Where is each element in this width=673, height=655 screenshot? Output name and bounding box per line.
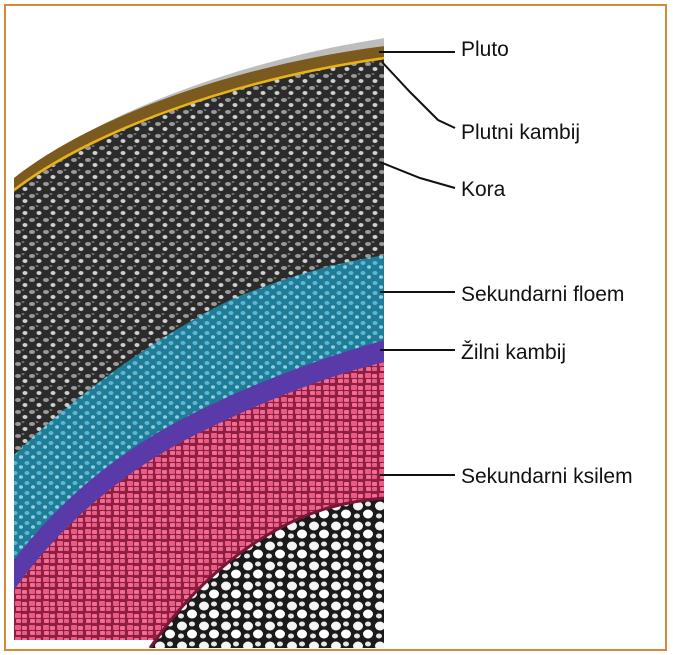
label-kora: Kora bbox=[461, 178, 505, 202]
label-sekundarni-floem: Sekundarni floem bbox=[461, 283, 624, 307]
leader-line-kora bbox=[380, 162, 455, 188]
label-plutni-kambij: Plutni kambij bbox=[461, 121, 580, 145]
label-sekundarni-ksilem: Sekundarni ksilem bbox=[461, 465, 633, 489]
label-pluto: Pluto bbox=[461, 38, 509, 62]
label-zilni-kambij: Žilni kambij bbox=[461, 341, 566, 365]
leader-line-plutni-kambij bbox=[382, 62, 455, 128]
